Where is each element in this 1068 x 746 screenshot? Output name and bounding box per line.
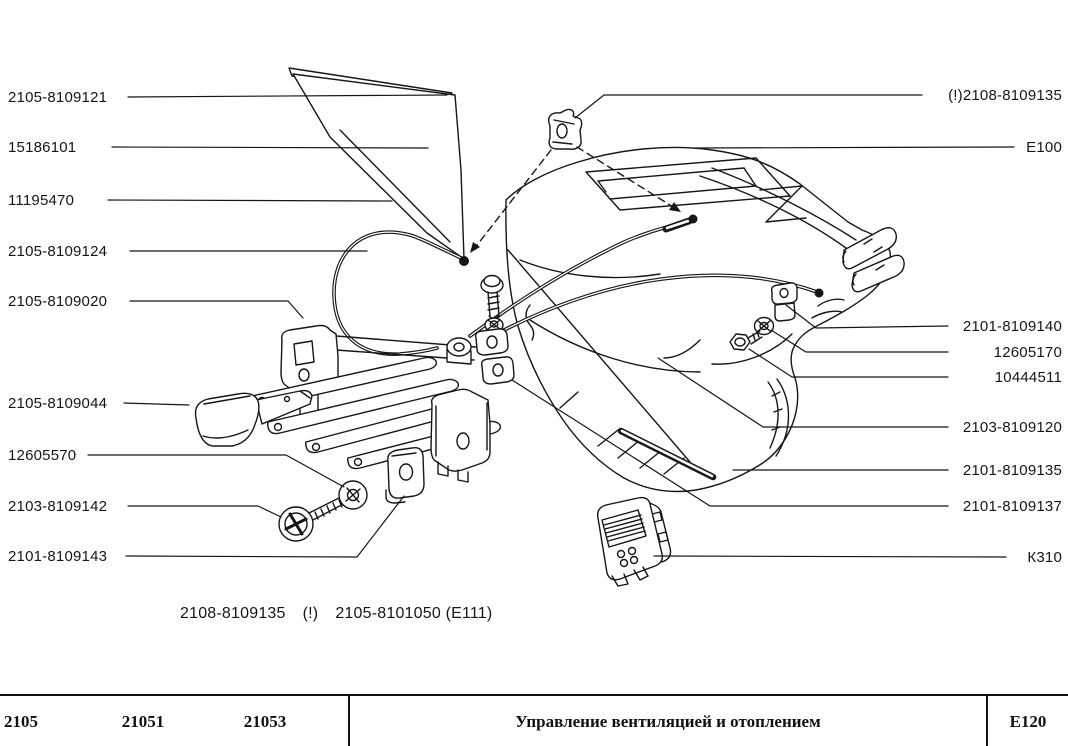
part-label: 2105-8109121 bbox=[8, 89, 108, 106]
square-nut bbox=[385, 446, 425, 504]
arrowhead bbox=[669, 202, 681, 212]
part-label: 2105-8109124 bbox=[8, 243, 108, 260]
model-cell: 21053 bbox=[243, 712, 287, 731]
right-end-bracket bbox=[430, 388, 491, 472]
part-label: 15186101 bbox=[8, 139, 77, 156]
cable-end-dot bbox=[459, 256, 469, 266]
part-label: 12605570 bbox=[8, 447, 77, 464]
part-label: 2105-8109044 bbox=[8, 395, 108, 412]
right-clamp bbox=[770, 282, 798, 322]
note-reference: 2105-8101050 (Е111) bbox=[335, 605, 493, 622]
control-cables bbox=[332, 214, 824, 481]
part-label: 2101-8109140 bbox=[962, 318, 1062, 335]
part-label: 12605170 bbox=[993, 344, 1062, 361]
part-label: 2105-8109020 bbox=[8, 293, 108, 310]
part-label: 11195470 bbox=[8, 192, 75, 209]
table-divider bbox=[986, 696, 988, 746]
part-label: (!)2108-8109135 bbox=[948, 87, 1062, 104]
leader-lines bbox=[87, 94, 1015, 558]
part-label: 2101-8109143 bbox=[8, 548, 108, 565]
right-bolt bbox=[729, 330, 763, 351]
reference-note: 2108-8109135 (!) 2105-8101050 (Е111) bbox=[180, 605, 492, 623]
part-label: 2101-8109135 bbox=[962, 462, 1062, 479]
part-label: 2101-8109137 bbox=[962, 498, 1062, 515]
phillips-screw bbox=[278, 493, 352, 542]
cable-end-dot bbox=[688, 214, 698, 224]
part-label: К310 bbox=[1027, 549, 1062, 566]
part-label: E100 bbox=[1026, 139, 1062, 156]
model-cell: 21051 bbox=[121, 712, 165, 731]
part-label: 10444511 bbox=[994, 369, 1062, 386]
cable-end-dot bbox=[814, 288, 824, 298]
footer-table: 2105 21051 21053 Управление вентиляцией … bbox=[0, 694, 1068, 746]
arrowhead bbox=[470, 242, 480, 253]
heater-pipes bbox=[842, 227, 905, 293]
part-label: 2103-8109142 bbox=[8, 498, 108, 515]
table-divider bbox=[348, 696, 350, 746]
section-title: Управление вентиляцией и отоплением bbox=[515, 712, 821, 731]
note-flag: (!) bbox=[302, 605, 319, 622]
spring-washer bbox=[338, 480, 368, 510]
fan-switch bbox=[596, 496, 672, 587]
cable-clamp bbox=[470, 108, 681, 253]
lever-knob bbox=[194, 389, 313, 447]
center-bolt-washer bbox=[480, 274, 504, 333]
sheet-code: Е120 bbox=[1009, 712, 1047, 731]
part-label: 2103-8109120 bbox=[962, 419, 1062, 436]
note-part-number: 2108-8109135 bbox=[180, 605, 286, 622]
fan-symbol bbox=[616, 546, 639, 568]
heater-box bbox=[505, 146, 905, 493]
model-cell: 2105 bbox=[4, 712, 38, 731]
right-washer bbox=[753, 316, 775, 336]
